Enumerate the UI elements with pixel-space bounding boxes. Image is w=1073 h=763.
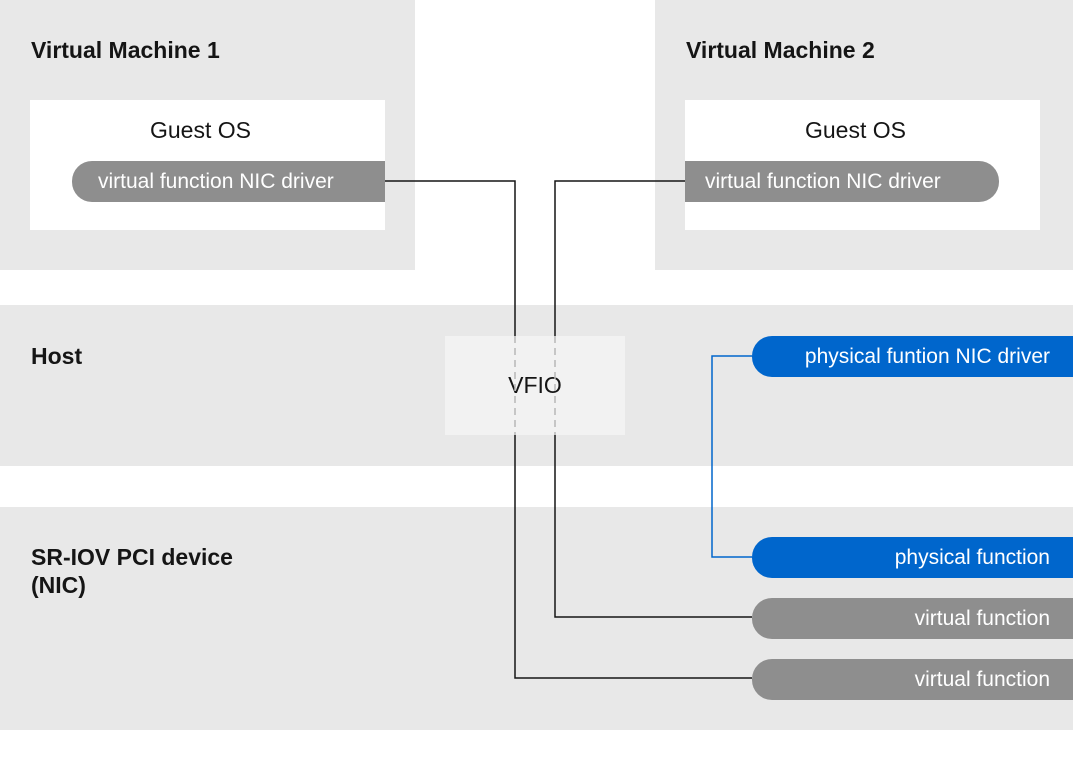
vfio-label: VFIO	[508, 372, 562, 398]
vm2-vf-nic-driver: virtual function NIC driver	[685, 161, 999, 202]
physical-function: physical function	[752, 537, 1073, 578]
vm2-vf-nic-driver-label: virtual function NIC driver	[705, 170, 941, 193]
connector-vm1-to-vf2	[385, 180, 516, 336]
pf-nic-driver-label: physical funtion NIC driver	[804, 345, 1050, 368]
vm2-guest-os-label: Guest OS	[805, 117, 906, 143]
device-title: SR-IOV PCI device (NIC)	[31, 544, 233, 598]
virtual-function-2: virtual function	[752, 659, 1073, 700]
host-title: Host	[31, 343, 83, 369]
connector-vm1-lower	[514, 435, 752, 679]
vm1-guest-os-label: Guest OS	[150, 117, 251, 143]
vfio-box: VFIO	[445, 336, 625, 435]
vm1-vf-nic-driver: virtual function NIC driver	[72, 161, 385, 202]
pf-nic-driver: physical funtion NIC driver	[752, 336, 1073, 377]
connector-pf	[711, 355, 752, 558]
vm1-vf-nic-driver-label: virtual function NIC driver	[98, 170, 334, 193]
connector-vm2-lower	[554, 435, 752, 618]
virtual-function-1: virtual function	[752, 598, 1073, 639]
physical-function-label: physical function	[894, 546, 1050, 569]
vm2-title: Virtual Machine 2	[686, 37, 875, 63]
virtual-function-2-label: virtual function	[914, 668, 1050, 691]
connector-vm2-to-vf1	[554, 180, 685, 336]
vm1-title: Virtual Machine 1	[31, 37, 220, 63]
virtual-function-1-label: virtual function	[914, 607, 1050, 630]
